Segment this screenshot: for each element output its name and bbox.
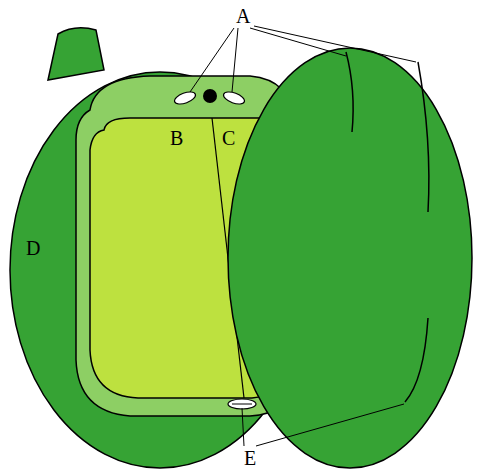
part-label: B (170, 128, 183, 148)
part-label: D (26, 238, 40, 258)
part-label: A (236, 6, 250, 26)
leader-lines (190, 26, 416, 446)
part-label: E (244, 448, 256, 468)
part-label: C (222, 128, 235, 148)
